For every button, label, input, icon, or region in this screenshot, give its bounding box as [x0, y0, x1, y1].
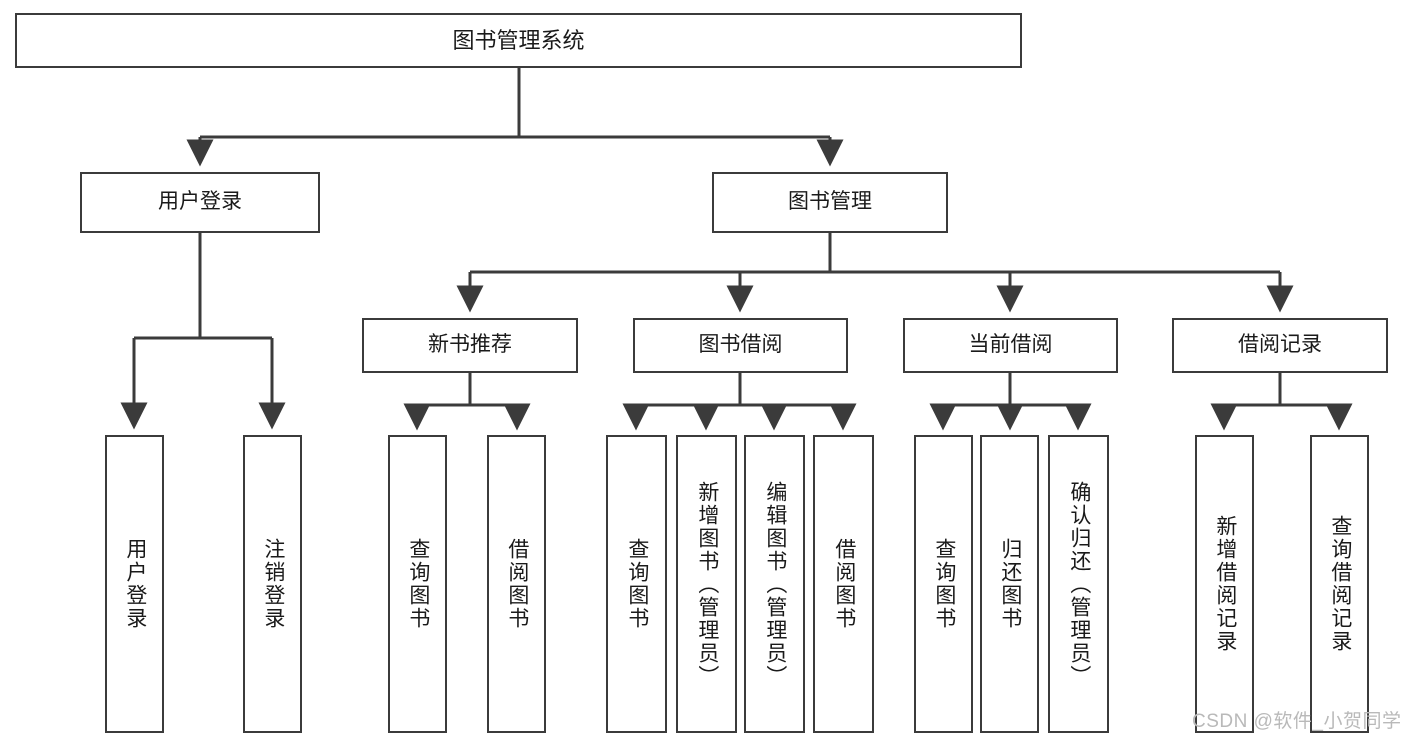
- node-leaf-borrow-book[interactable]: 借阅图书: [813, 435, 874, 733]
- node-current-borrow-label: 当前借阅: [968, 333, 1053, 357]
- node-root[interactable]: 图书管理系统: [15, 13, 1022, 68]
- node-leaf-query-record[interactable]: 查询借阅记录: [1310, 435, 1369, 733]
- node-borrow-record-label: 借阅记录: [1238, 333, 1322, 357]
- node-leaf-query-book-cur[interactable]: 查询图书: [914, 435, 973, 733]
- watermark: CSDN @软件_小贺同学: [1192, 711, 1402, 732]
- node-leaf-query-book-rec[interactable]: 查询图书: [388, 435, 447, 733]
- node-leaf-user-login[interactable]: 用户登录: [105, 435, 164, 733]
- node-leaf-query-record-label: 查询借阅记录: [1328, 515, 1352, 653]
- node-leaf-borrow-book-label: 借阅图书: [832, 538, 856, 630]
- node-leaf-add-book[interactable]: 新增图书（管理员）: [676, 435, 737, 733]
- node-current-borrow[interactable]: 当前借阅: [903, 318, 1118, 373]
- node-leaf-return-book-label: 归还图书: [998, 538, 1022, 630]
- node-leaf-confirm-return[interactable]: 确认归还（管理员）: [1048, 435, 1109, 733]
- node-book-manage-label: 图书管理: [788, 190, 872, 214]
- node-leaf-edit-book-label: 编辑图书（管理员）: [763, 480, 787, 688]
- node-book-borrow[interactable]: 图书借阅: [633, 318, 848, 373]
- node-leaf-edit-book[interactable]: 编辑图书（管理员）: [744, 435, 805, 733]
- node-leaf-user-login-label: 用户登录: [123, 538, 147, 630]
- node-leaf-query-book-cur-label: 查询图书: [932, 538, 956, 630]
- node-borrow-record[interactable]: 借阅记录: [1172, 318, 1388, 373]
- node-leaf-query-book-borrow[interactable]: 查询图书: [606, 435, 667, 733]
- node-leaf-query-book-borrow-label: 查询图书: [625, 538, 649, 630]
- node-new-book-rec[interactable]: 新书推荐: [362, 318, 578, 373]
- node-leaf-query-book-rec-label: 查询图书: [406, 538, 430, 630]
- node-leaf-user-logout-label: 注销登录: [261, 538, 285, 630]
- node-book-manage[interactable]: 图书管理: [712, 172, 948, 233]
- node-leaf-borrow-book-rec[interactable]: 借阅图书: [487, 435, 546, 733]
- node-book-borrow-label: 图书借阅: [698, 333, 783, 357]
- node-leaf-add-record-label: 新增借阅记录: [1213, 515, 1237, 653]
- node-leaf-user-logout[interactable]: 注销登录: [243, 435, 302, 733]
- node-leaf-add-record[interactable]: 新增借阅记录: [1195, 435, 1254, 733]
- node-user-login-label: 用户登录: [158, 190, 242, 214]
- node-leaf-add-book-label: 新增图书（管理员）: [695, 480, 719, 688]
- node-leaf-borrow-book-rec-label: 借阅图书: [505, 538, 529, 630]
- node-user-login[interactable]: 用户登录: [80, 172, 320, 233]
- node-new-book-rec-label: 新书推荐: [428, 333, 512, 357]
- node-leaf-confirm-return-label: 确认归还（管理员）: [1067, 480, 1091, 688]
- node-root-label: 图书管理系统: [452, 27, 585, 53]
- node-leaf-return-book[interactable]: 归还图书: [980, 435, 1039, 733]
